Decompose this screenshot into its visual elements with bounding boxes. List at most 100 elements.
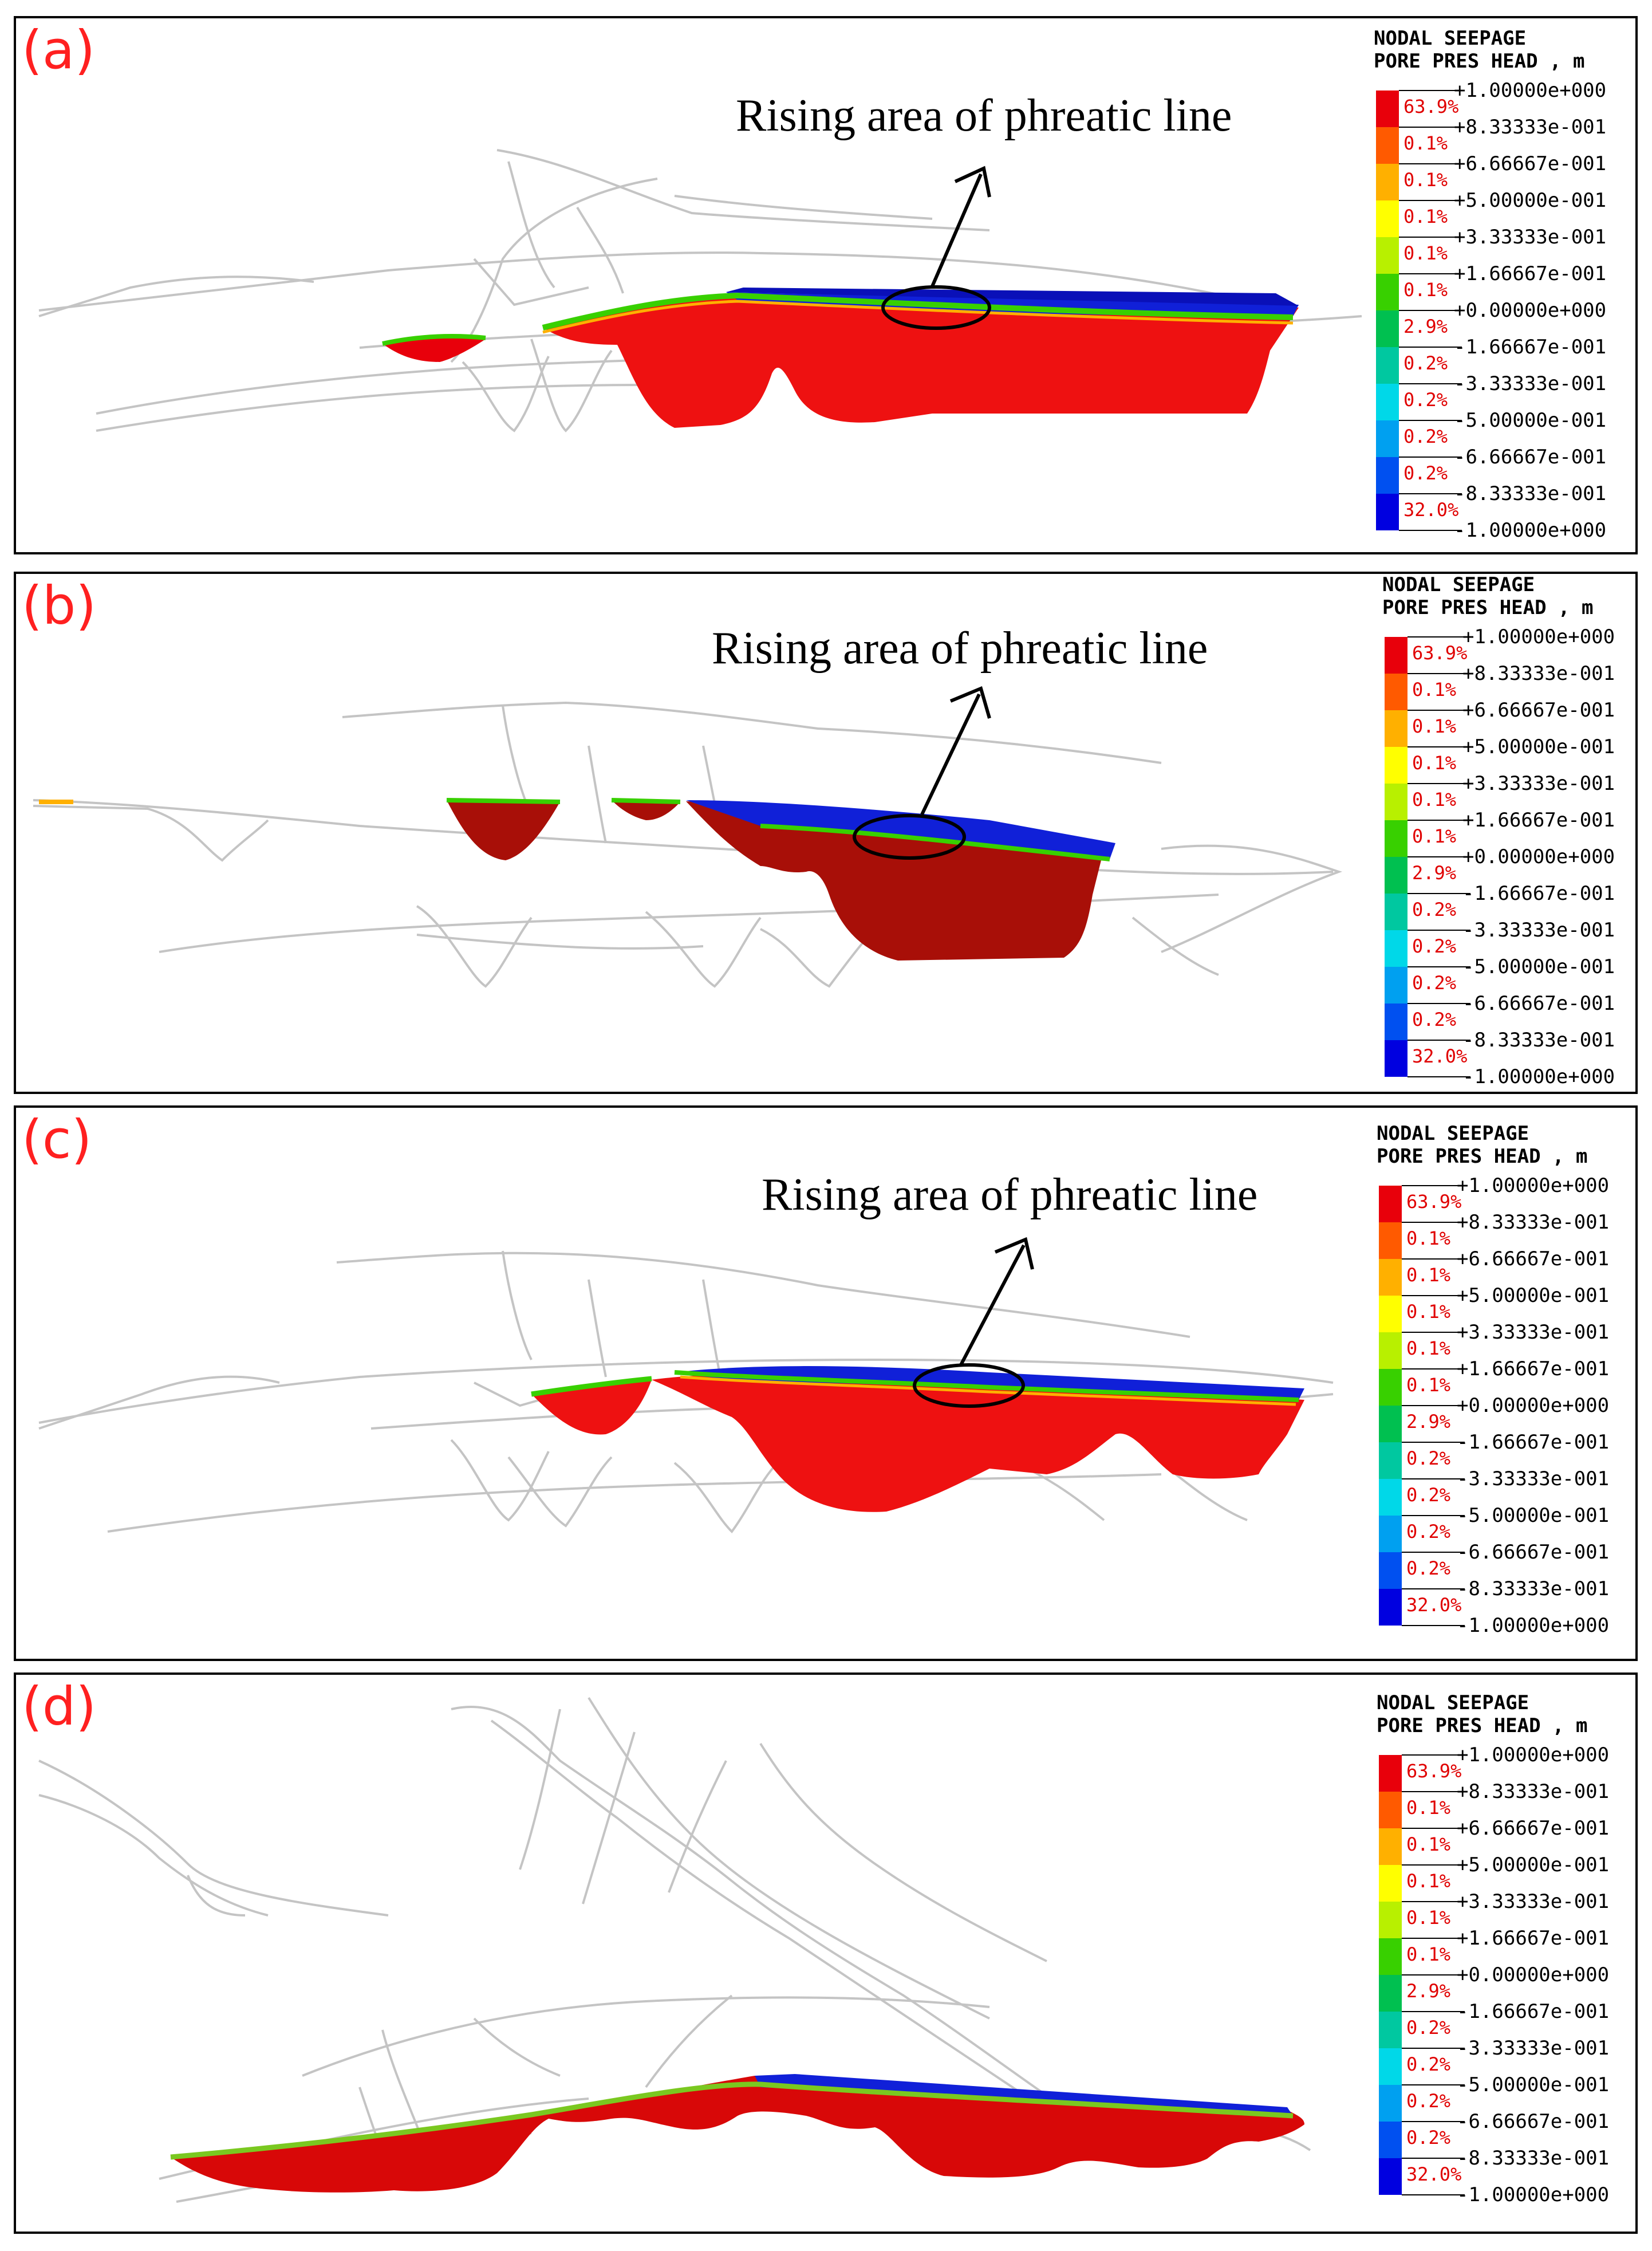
legend-percentage-label: 0.2% <box>1406 2017 1451 2039</box>
legend-tick <box>1407 673 1470 674</box>
panel-c: (c) Rising area o <box>14 1105 1638 1661</box>
legend-percentage-label: 0.1% <box>1403 169 1448 191</box>
legend-color-swatch <box>1376 494 1399 530</box>
legend-color-swatch <box>1379 1589 1402 1626</box>
legend-percentage-label: 2.9% <box>1406 1980 1451 2002</box>
legend-title-line2: PORE PRES HEAD , m <box>1377 1145 1588 1168</box>
legend-color-bar <box>1379 1755 1402 2195</box>
seepage-field <box>39 798 1115 961</box>
legend-value-label: -3.33333e-001 <box>1454 372 1607 395</box>
legend-color-swatch <box>1385 1003 1407 1040</box>
legend-percentage-label: 0.2% <box>1406 1521 1451 1542</box>
legend-value-label: +3.33333e-001 <box>1462 772 1615 795</box>
legend-tick <box>1402 1901 1465 1902</box>
legend-percentage-label: 0.2% <box>1406 1557 1451 1579</box>
legend-value-label: +8.33333e-001 <box>1454 116 1607 139</box>
legend-tick <box>1402 2011 1465 2012</box>
legend-color-swatch <box>1379 1369 1402 1406</box>
legend-tick <box>1402 1938 1465 1939</box>
legend-percentage-label: 0.2% <box>1403 389 1448 411</box>
seepage-model-view <box>38 149 1362 432</box>
model-outline <box>38 149 1362 432</box>
legend-tick <box>1402 1625 1465 1626</box>
legend-tick <box>1402 1185 1465 1186</box>
legend-tick <box>1402 1405 1465 1406</box>
legend-tick <box>1399 200 1462 201</box>
legend-tick <box>1402 1974 1465 1975</box>
phreatic-rise-ellipse <box>853 814 966 860</box>
legend-percentage-label: 2.9% <box>1403 316 1448 337</box>
legend-value-label: -3.33333e-001 <box>1457 1467 1610 1490</box>
legend-value-label: -8.33333e-001 <box>1457 2147 1610 2170</box>
legend-value-label: -1.00000e+000 <box>1457 1614 1610 1637</box>
legend-tick <box>1407 1040 1470 1041</box>
legend-tick <box>1407 893 1470 894</box>
legend-tick <box>1407 1003 1470 1004</box>
legend-tick <box>1407 1076 1470 1077</box>
legend-value-label: -8.33333e-001 <box>1454 482 1607 505</box>
legend-tick <box>1399 237 1462 238</box>
legend-color-swatch <box>1376 237 1399 274</box>
legend-value-label: -1.00000e+000 <box>1454 519 1607 542</box>
panel-label: (d) <box>22 1676 97 1737</box>
legend-color-swatch <box>1379 1938 1402 1975</box>
legend-color-swatch <box>1379 1186 1402 1222</box>
legend-percentage-label: 0.1% <box>1412 752 1457 774</box>
legend-color-swatch <box>1379 1552 1402 1589</box>
legend-value-label: +5.00000e-001 <box>1457 1284 1610 1307</box>
legend-tick <box>1399 383 1462 384</box>
legend-tick <box>1402 1791 1465 1792</box>
legend-tick <box>1399 310 1462 311</box>
legend-tick <box>1402 2158 1465 2159</box>
legend-tick <box>1407 636 1470 637</box>
legend-value-label: +1.66667e-001 <box>1454 262 1607 285</box>
legend-percentage-label: 0.1% <box>1412 679 1457 701</box>
legend-tick <box>1402 1295 1465 1296</box>
legend-tick <box>1402 1442 1465 1443</box>
legend-value-label: -8.33333e-001 <box>1462 1029 1615 1052</box>
legend-tick <box>1402 2194 1465 2195</box>
legend-color-swatch <box>1376 164 1399 200</box>
legend-value-label: +3.33333e-001 <box>1454 226 1607 249</box>
legend-color-swatch <box>1385 747 1407 784</box>
legend-color-swatch <box>1379 1902 1402 1938</box>
legend-title-line1: NODAL SEEPAGE <box>1377 1122 1529 1145</box>
legend-color-swatch <box>1376 384 1399 420</box>
legend-value-label: -6.66667e-001 <box>1457 2110 1610 2133</box>
legend-value-label: +1.66667e-001 <box>1457 1927 1610 1950</box>
legend-color-swatch <box>1379 1479 1402 1516</box>
legend-color-swatch <box>1385 637 1407 674</box>
legend-tick <box>1407 820 1470 821</box>
legend-percentage-label: 0.1% <box>1403 242 1448 264</box>
legend-percentage-label: 0.1% <box>1403 279 1448 301</box>
legend-value-label: +5.00000e-001 <box>1462 735 1615 758</box>
legend-value-label: +8.33333e-001 <box>1462 662 1615 685</box>
legend-tick <box>1402 1478 1465 1479</box>
legend-value-label: -6.66667e-001 <box>1462 992 1615 1015</box>
legend-value-label: +0.00000e+000 <box>1457 1394 1610 1417</box>
legend-tick <box>1402 1332 1465 1333</box>
legend-value-label: -6.66667e-001 <box>1454 446 1607 469</box>
seepage-field <box>170 2074 1304 2193</box>
panel-b: (b) Rising <box>14 572 1638 1094</box>
legend-tick <box>1407 710 1470 711</box>
panel-label: (c) <box>22 1109 92 1170</box>
annotation-arrow-line <box>931 173 983 288</box>
legend-value-label: +8.33333e-001 <box>1457 1780 1610 1803</box>
legend-tick <box>1407 966 1470 967</box>
legend-value-label: +1.00000e+000 <box>1457 1744 1610 1766</box>
annotation-arrowhead <box>994 1237 1034 1270</box>
annotation-arrow-line <box>959 1244 1026 1366</box>
legend-value-label: -5.00000e-001 <box>1462 955 1615 978</box>
legend-tick <box>1407 930 1470 931</box>
annotation-arrowhead <box>954 166 991 198</box>
legend-color-swatch <box>1379 1755 1402 1792</box>
annotation-arrow-line <box>920 693 981 816</box>
legend-percentage-label: 0.1% <box>1406 1264 1451 1286</box>
seepage-field <box>382 288 1299 428</box>
panel-label: (b) <box>22 575 97 636</box>
legend-value-label: +0.00000e+000 <box>1462 845 1615 868</box>
legend-color-swatch <box>1379 2048 1402 2085</box>
legend-percentage-label: 0.1% <box>1412 825 1457 847</box>
